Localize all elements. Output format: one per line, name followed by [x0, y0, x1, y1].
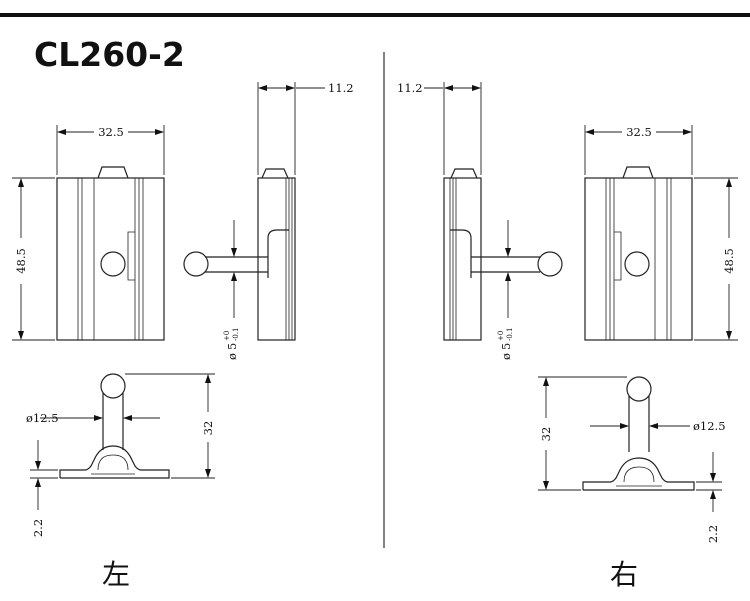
left-side-view	[183, 168, 296, 341]
left-ball-dimension: ø12.5	[26, 411, 160, 425]
left-stand-view	[59, 373, 170, 479]
part-number-title: CL260-2	[34, 35, 185, 74]
right-view-group: 32.5 48.5	[397, 81, 738, 591]
left-side-label: 左	[102, 558, 130, 591]
left-view-group: 32.5 48.5	[12, 81, 354, 591]
right-stand-height-dimension: 32	[538, 376, 627, 491]
left-depth-value: 11.2	[328, 81, 354, 95]
left-ball-value: ø12.5	[26, 411, 59, 425]
right-depth-value: 11.2	[397, 81, 423, 95]
left-height-value: 48.5	[14, 248, 28, 274]
top-border	[0, 13, 750, 17]
right-pin-value: 5	[499, 343, 513, 350]
left-stand-height-dimension: 32	[125, 373, 215, 479]
right-side-view	[443, 168, 563, 341]
right-base-thickness-dimension: 2.2	[696, 452, 722, 543]
right-ball-value: ø12.5	[693, 419, 726, 433]
left-base-thickness-value: 2.2	[31, 519, 45, 537]
right-stand-view	[582, 376, 695, 491]
left-width-value: 32.5	[98, 125, 124, 139]
right-width-dimension: 32.5	[584, 125, 693, 175]
right-pin-tol-lower: -0.1	[506, 328, 514, 342]
left-pin-value: 5	[225, 343, 239, 350]
left-width-dimension: 32.5	[56, 125, 165, 175]
right-height-value: 48.5	[722, 248, 736, 274]
left-height-dimension: 48.5	[12, 177, 55, 341]
right-height-dimension: 48.5	[694, 177, 738, 341]
right-depth-dimension: 11.2	[397, 81, 482, 175]
right-pin-tol-upper: +0	[497, 331, 505, 341]
right-width-value: 32.5	[626, 125, 652, 139]
right-side-label: 右	[610, 558, 638, 591]
right-front-plate	[584, 166, 693, 341]
left-stand-height-value: 32	[201, 421, 215, 436]
right-ball-dimension: ø12.5	[590, 419, 726, 433]
left-pin-symbol: ø	[225, 353, 239, 360]
right-stand-height-value: 32	[539, 427, 553, 442]
left-depth-dimension: 11.2	[257, 81, 354, 175]
right-base-thickness-value: 2.2	[706, 525, 720, 543]
left-pin-tol-upper: +0	[223, 331, 231, 341]
left-pin-tol-lower: -0.1	[232, 328, 240, 342]
right-pin-symbol: ø	[499, 353, 513, 360]
left-base-thickness-dimension: 2.2	[30, 440, 58, 537]
left-front-plate	[56, 166, 165, 341]
left-pin-dimension: ø 5 +0 -0.1	[223, 220, 240, 360]
right-pin-dimension: ø 5 +0 -0.1	[497, 220, 514, 360]
